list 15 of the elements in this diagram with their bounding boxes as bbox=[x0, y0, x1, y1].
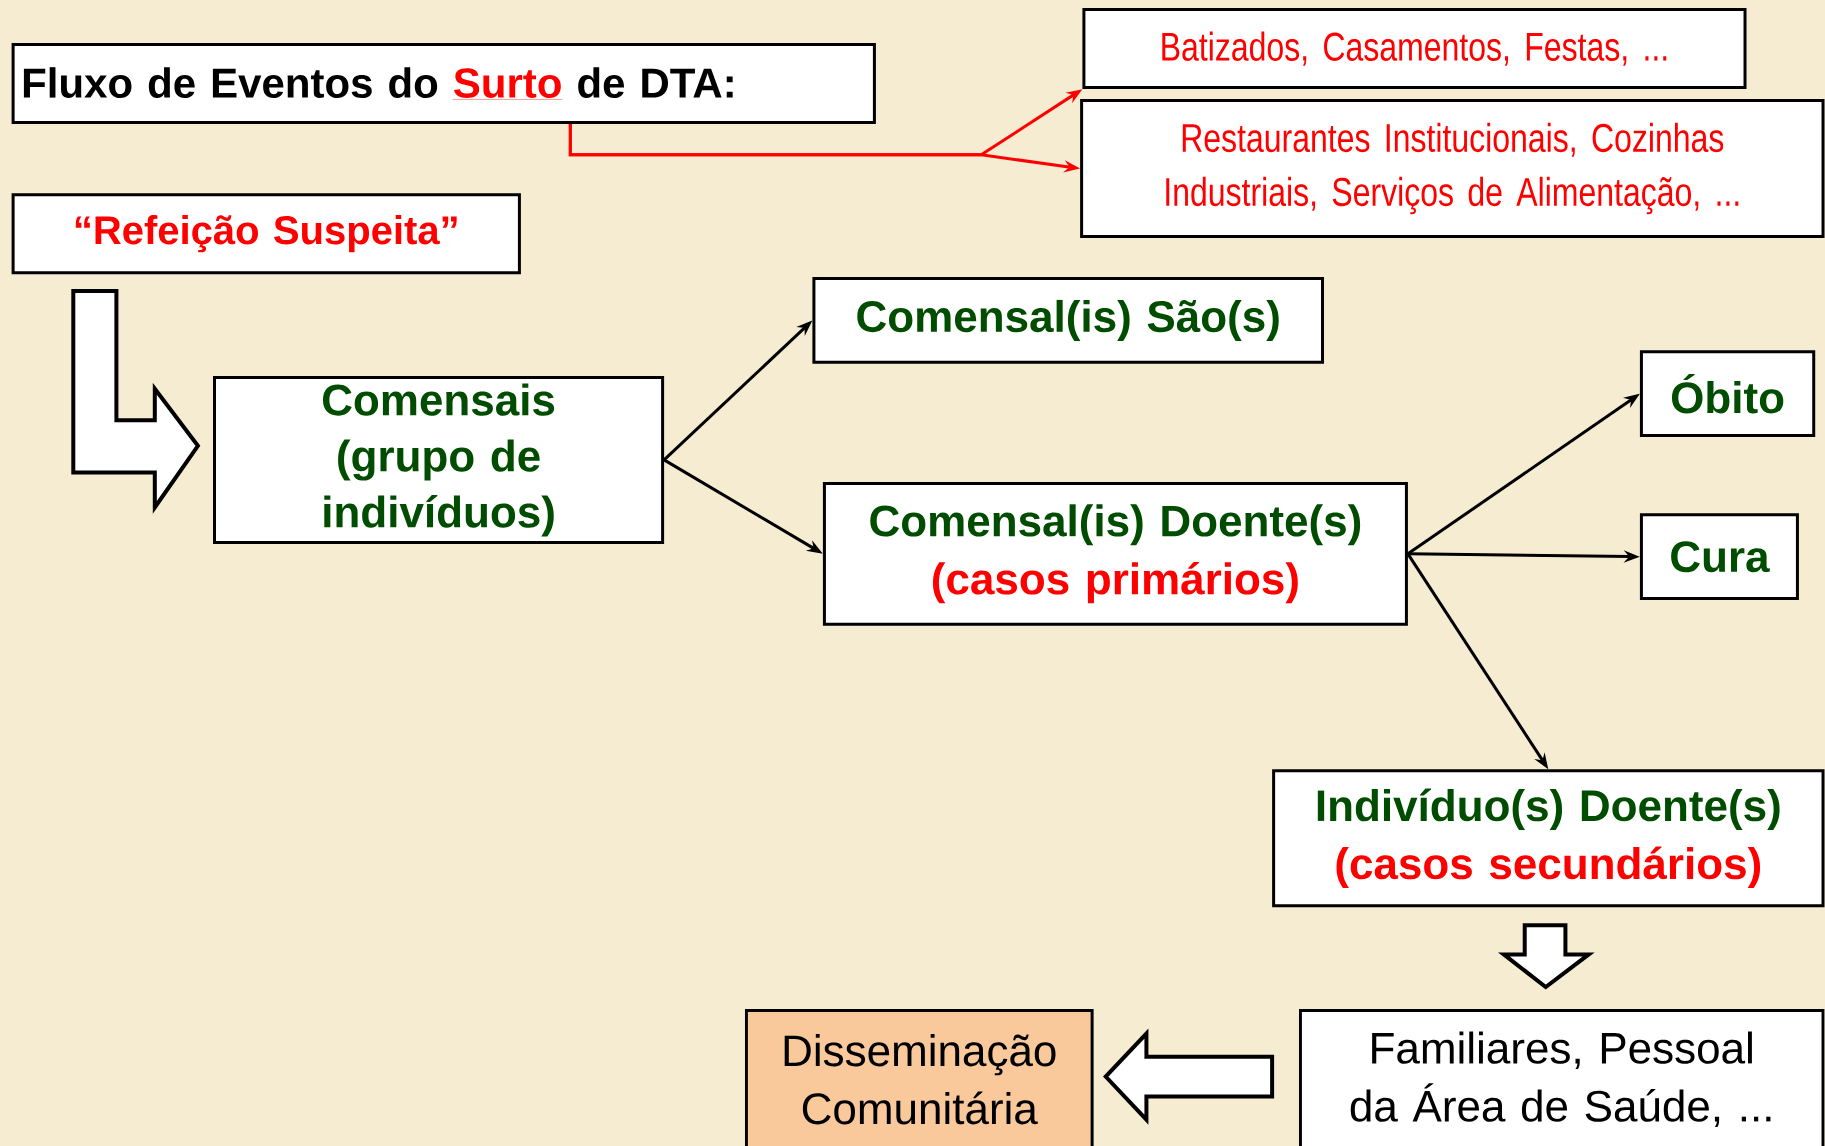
process-box: Cura bbox=[1639, 513, 1799, 601]
process-box: Restaurantes Institucionais, Cozinhas Industriais, Serviços de Alimentação, ... bbox=[1080, 98, 1825, 239]
block-arrow bbox=[1498, 923, 1595, 990]
block-arrow bbox=[71, 289, 201, 514]
title-box: Fluxo de Eventos do Surto de DTA: bbox=[11, 43, 876, 125]
process-box: Comensal(is) Doente(s) (casos primários) bbox=[822, 481, 1408, 626]
block-arrow bbox=[1102, 1028, 1275, 1125]
process-box: “Refeição Suspeita” bbox=[11, 193, 521, 275]
process-box: Familiares, Pessoal da Área de Saúde, ... bbox=[1298, 1009, 1825, 1146]
process-box: Batizados, Casamentos, Festas, ... bbox=[1082, 8, 1747, 90]
process-box: Óbito bbox=[1639, 350, 1816, 438]
process-box: Comensais (grupo de indivíduos) bbox=[213, 375, 665, 544]
process-box: Comensal(is) São(s) bbox=[812, 277, 1324, 364]
process-box: Indivíduo(s) Doente(s) (casos secundários) bbox=[1272, 769, 1825, 908]
highlight-box: Disseminação Comunitária bbox=[744, 1009, 1094, 1146]
